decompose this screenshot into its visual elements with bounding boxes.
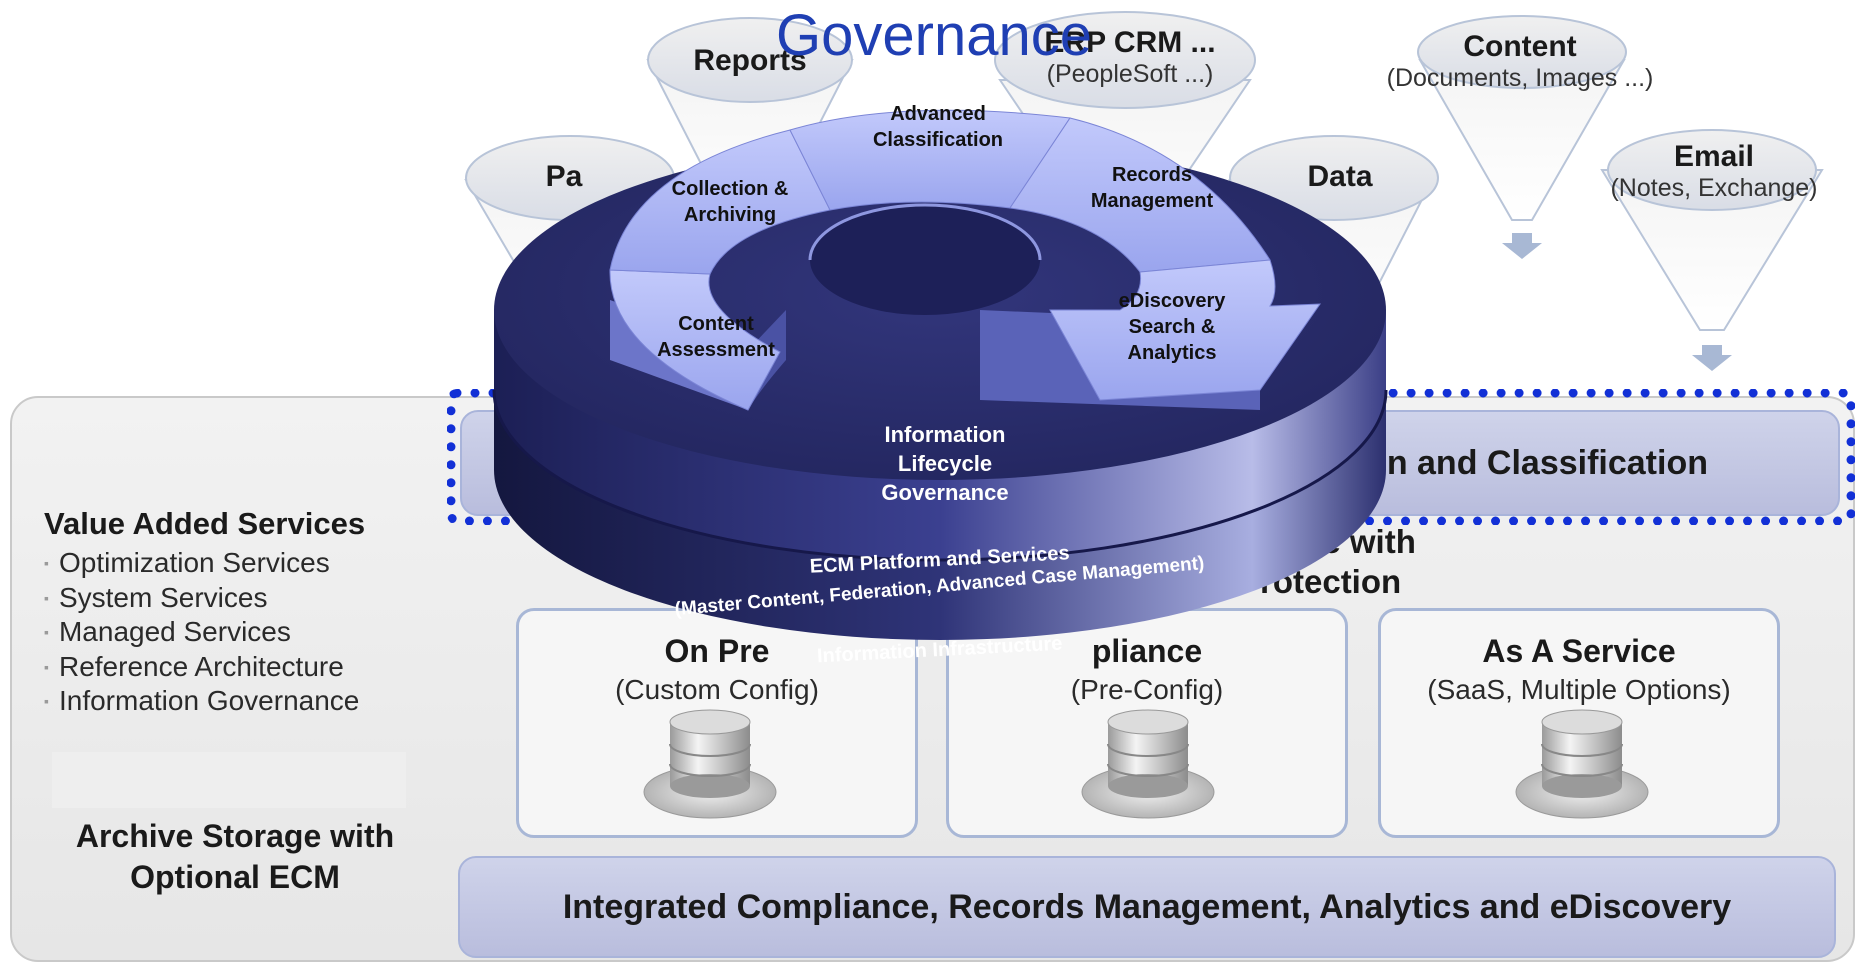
option-subtitle: (Pre-Config) [1070, 674, 1224, 705]
funnel-label-erp: ERP CRM ... (PeopleSoft ...) [1010, 26, 1250, 89]
option-title: On Pre [664, 633, 770, 669]
funnel-label-email: Email (Notes, Exchange) [1586, 140, 1842, 203]
funnel-subtitle: (PeopleSoft ...) [1046, 60, 1214, 88]
funnel-label-pa: Pa [524, 160, 604, 194]
segment-label: Management [1091, 190, 1214, 212]
funnel-title: Reports [693, 44, 807, 77]
option-title: pliance [1091, 633, 1203, 669]
list-item: Information Governance [44, 684, 359, 719]
list-item: Managed Services [44, 615, 359, 650]
page-title: Governance [776, 3, 1092, 68]
option-title: As A Service [1482, 633, 1676, 669]
segment-label: Analytics [1128, 342, 1217, 364]
segment-label: Content [678, 313, 754, 335]
database-icons [643, 709, 1649, 819]
segment-label: Search & [1129, 316, 1216, 338]
bottom-band: Integrated Compliance, Records Managemen… [458, 856, 1836, 958]
segment-label: Collection & [672, 178, 789, 200]
value-added-list: Optimization Services System Services Ma… [44, 546, 359, 719]
database-icon [1081, 709, 1215, 819]
funnel-title: Data [1307, 160, 1373, 193]
database-icon [643, 709, 777, 819]
governance-wheel: Collection & Archiving Advanced Classifi… [492, 103, 1388, 667]
value-added-title: Value Added Services [44, 506, 366, 541]
list-item: Reference Architecture [44, 650, 359, 685]
funnel-title: Email [1673, 140, 1755, 173]
funnel-title: ERP CRM ... [1044, 26, 1216, 59]
archive-line-1: Archive Storage with [75, 818, 395, 854]
segment-label: Archiving [684, 204, 776, 226]
funnel-subtitle: (Documents, Images ...) [1386, 64, 1654, 92]
segment-label: Records [1112, 164, 1192, 186]
funnel-label-reports: Reports [650, 44, 850, 78]
option-subtitle: (SaaS, Multiple Options) [1427, 674, 1731, 705]
funnel-subtitle: (Notes, Exchange) [1610, 174, 1818, 202]
segment-label: Classification [873, 129, 1003, 151]
wheel-segments [609, 109, 1321, 411]
center-line-3: Governance [881, 480, 1008, 505]
archive-line-2: Optional ECM [130, 859, 340, 895]
funnel-title: Pa [545, 160, 583, 193]
archive-storage-label: Archive Storage with Optional ECM [30, 816, 440, 898]
email-arrow-icon [1692, 345, 1732, 371]
option-subtitle: (Custom Config) [615, 674, 819, 705]
center-line-2: Lifecycle [898, 451, 992, 476]
funnel-label-data: Data [1290, 160, 1390, 194]
segment-label: Advanced [890, 103, 986, 125]
faint-placeholder [52, 752, 406, 808]
segment-label: eDiscovery [1119, 290, 1227, 312]
database-icon [1515, 709, 1649, 819]
content-arrow-icon [1502, 233, 1542, 259]
funnel-title: Content [1463, 30, 1577, 63]
list-item: Optimization Services [44, 546, 359, 581]
funnel-label-content: Content (Documents, Images ...) [1360, 30, 1680, 93]
segment-label: Assessment [657, 339, 775, 361]
center-line-1: Information [885, 422, 1006, 447]
list-item: System Services [44, 581, 359, 616]
center-label: Information Lifecycle Governance [881, 422, 1008, 505]
segment-labels: Collection & Archiving Advanced Classifi… [657, 103, 1226, 364]
